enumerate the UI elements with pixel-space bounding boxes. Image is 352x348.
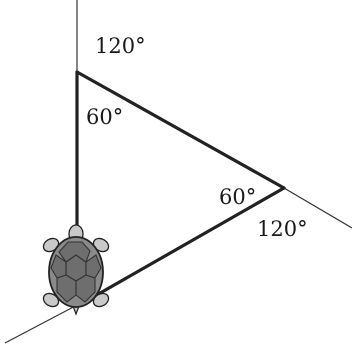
exterior-angle-right-label: 120° (257, 217, 308, 241)
exterior-angle-top-label: 120° (95, 34, 146, 58)
triangle-top-side (75, 70, 286, 190)
interior-angle-top-label: 60° (86, 105, 123, 129)
right-extension-line (283, 187, 352, 229)
turtle-icon (42, 224, 110, 316)
triangle-bottom-side (93, 186, 286, 298)
interior-angle-right-label: 60° (219, 185, 256, 209)
